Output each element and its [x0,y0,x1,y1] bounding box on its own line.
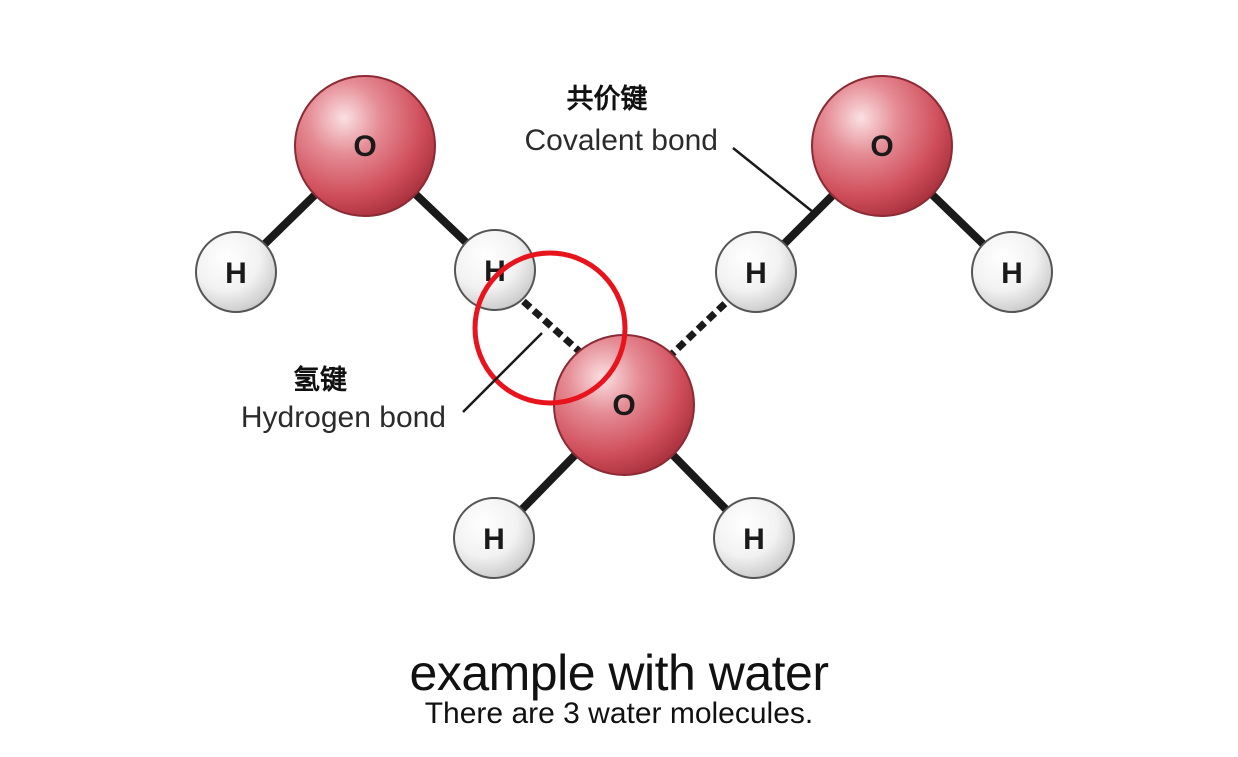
hydrogen-atom-label: H [225,257,247,290]
covalent-bond-label-en: Covalent bond [525,124,718,157]
hydrogen-atom-label: H [743,523,765,556]
hydrogen-atom [453,497,535,579]
hydrogen-bond-annotation: 氢键 Hydrogen bond [241,364,446,434]
oxygen-atom-label: O [612,389,635,422]
hydrogen-bond-right [669,291,738,357]
hydrogen-atom [715,231,797,313]
hydrogen-bond-left [510,289,583,355]
hydrogen-atom [195,231,277,313]
hydrogen-atom [971,231,1053,313]
hydrogen-atom-label: H [483,523,505,556]
hydrogen-bond-label-zh: 氢键 [293,364,347,396]
caption-subtitle: There are 3 water molecules. [424,697,814,730]
hydrogen-atom [713,497,795,579]
hydrogen-bond-leader-line [462,332,543,413]
oxygen-atom [811,75,953,217]
hydrogen-atom-label: H [1001,257,1023,290]
hydrogen-atom [454,229,536,311]
water-molecule-center: O H H [453,334,795,579]
caption-title: example with water [409,645,829,701]
covalent-bond-leader-line [732,147,814,213]
water-molecule-right: O H H [715,75,1053,313]
oxygen-atom-label: O [870,130,893,163]
water-molecule-left: O H H [195,75,536,313]
oxygen-atom-label: O [353,130,376,163]
hydrogen-atom-label: H [745,257,767,290]
oxygen-atom [294,75,436,217]
covalent-bond-label-zh: 共价键 [567,83,648,115]
covalent-bond-annotation: 共价键 Covalent bond [525,83,718,157]
hydrogen-bond-label-en: Hydrogen bond [241,401,446,434]
hydrogen-bond-highlight-circle [472,250,628,406]
hydrogen-bonds [510,289,738,357]
